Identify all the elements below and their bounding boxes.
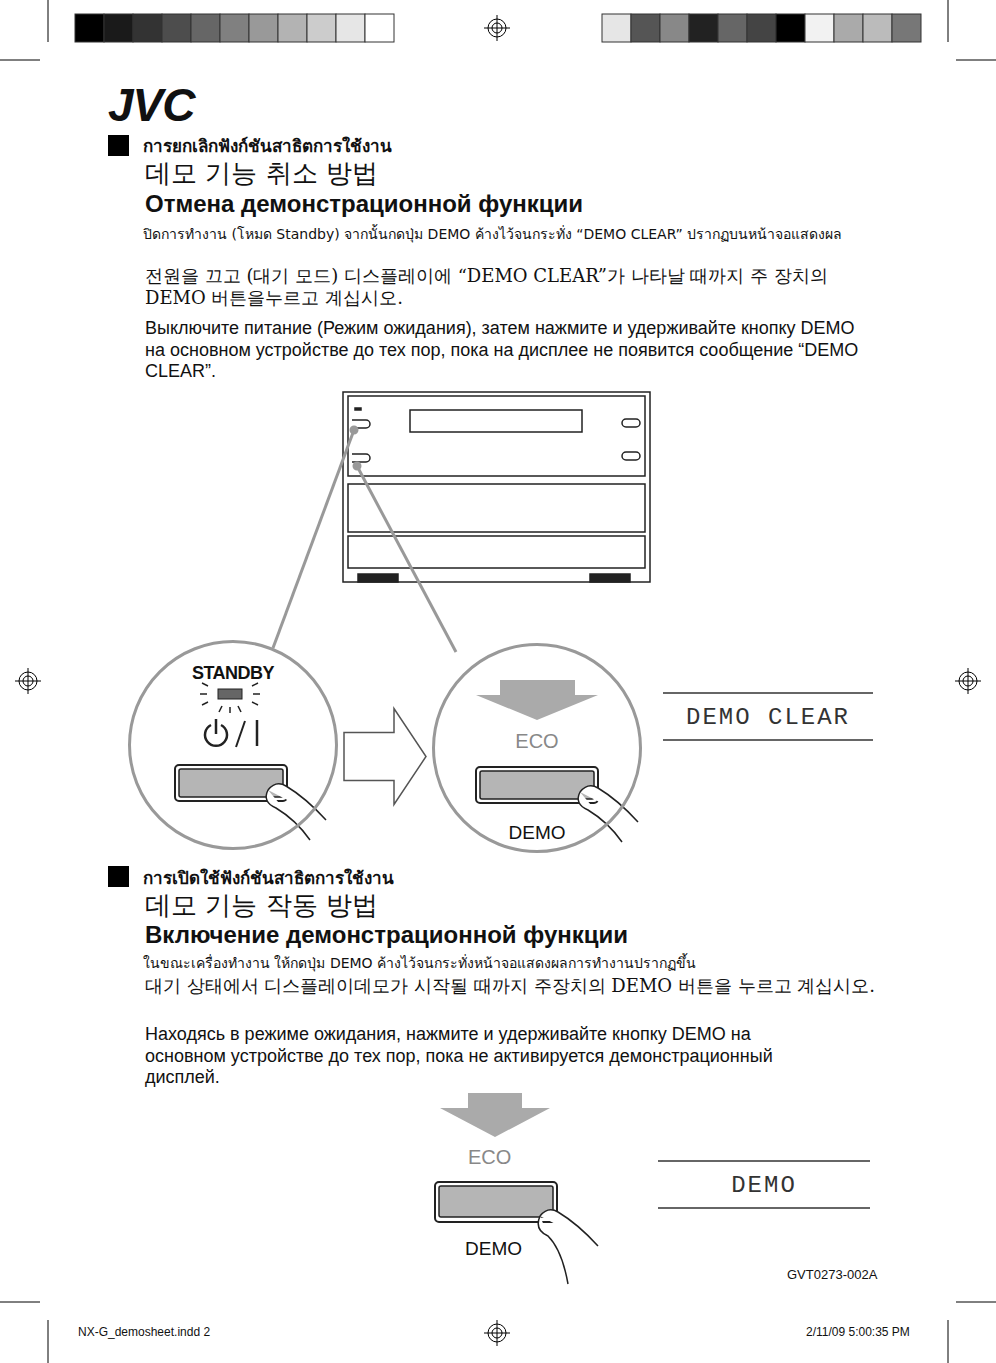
- standby-detail: [175, 683, 326, 840]
- section-heading: การยกเลิกฟังก์ชันสาธิตการใช้งาน: [143, 136, 392, 156]
- button-label: ECO: [515, 730, 558, 753]
- section-heading: Отмена демонстрационной функции: [145, 190, 583, 219]
- section-heading: การเปิดใช้ฟังก์ชันสาธิตการใช้งาน: [143, 868, 394, 888]
- file-name: NX-G_demosheet.indd 2: [78, 1325, 210, 1339]
- instruction-text: ในขณะเครื่องทำงาน ให้กดปุ่ม DEMO ค้างไว้…: [143, 955, 923, 972]
- logo: JVC: [108, 82, 194, 128]
- button-label: DEMO: [465, 1238, 522, 1261]
- display-text: DEMO CLEAR: [686, 704, 850, 731]
- magnifier-circle: ECO DEMO: [432, 643, 642, 853]
- demo-button-bottom: [435, 1093, 598, 1284]
- button-label: ECO: [468, 1145, 511, 1169]
- display-panel: DEMO: [658, 1160, 870, 1209]
- section-heading: 데모 기능 작동 방법: [145, 890, 378, 921]
- instruction-text: ปิดการทำงาน (โหมด Standby) จากนั้นกดปุ่ม…: [143, 226, 903, 243]
- demo-detail: [476, 680, 638, 842]
- button-label: STANDBY: [192, 663, 274, 684]
- device: [343, 392, 650, 582]
- display-text: DEMO: [731, 1172, 797, 1199]
- section-heading: 데모 기능 취소 방법: [145, 158, 378, 189]
- step-arrow: [344, 709, 426, 805]
- button-label: DEMO: [509, 822, 566, 844]
- magnifier-circle: STANDBY: [128, 640, 338, 850]
- leader-lines: [273, 427, 456, 652]
- section-heading: Включение демонстрационной функции: [145, 921, 628, 950]
- registration-marks: [15, 15, 981, 1346]
- timestamp: 2/11/09 5:00:35 PM: [806, 1325, 910, 1339]
- instruction-text: Находясь в режиме ожидания, нажмите и уд…: [145, 1024, 805, 1089]
- instruction-text: Выключите питание (Режим ожидания), зате…: [145, 318, 875, 383]
- document-code: GVT0273-002A: [787, 1267, 877, 1283]
- instruction-text: 전원을 끄고 (대기 모드) 디스플레이에 “DEMO CLEAR”가 나타날 …: [145, 265, 885, 308]
- instruction-text: 대기 상태에서 디스플레이데모가 시작될 때까지 주장치의 DEMO 버튼을 누…: [145, 975, 890, 997]
- display-panel: DEMO CLEAR: [663, 692, 873, 741]
- square-bullets: [108, 135, 129, 887]
- color-bars: [75, 14, 921, 42]
